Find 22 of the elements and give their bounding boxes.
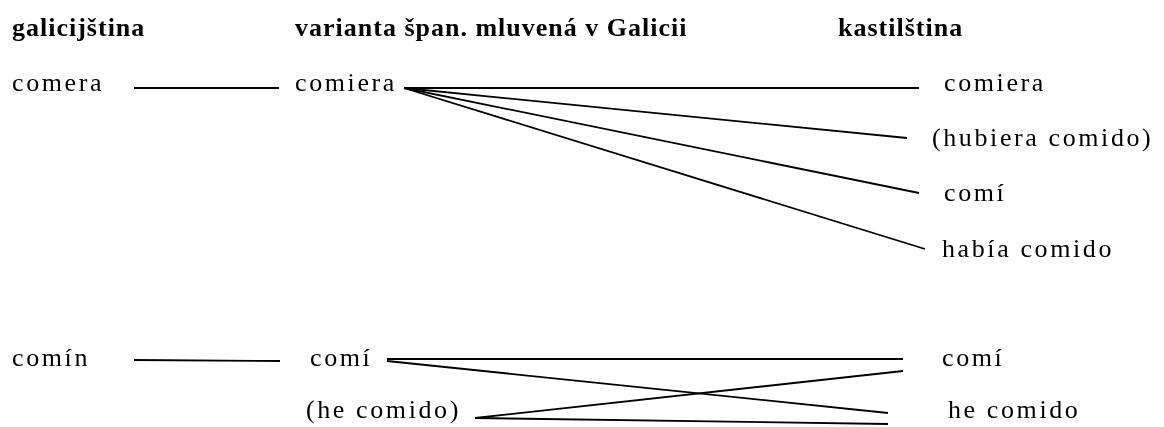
- connector-line: [403, 87, 920, 194]
- connector-line: [403, 87, 926, 250]
- word-form: comera: [12, 67, 134, 99]
- word-form: he comido: [888, 394, 1081, 426]
- connector-line: [133, 359, 281, 362]
- word-form: (he comido): [300, 394, 475, 426]
- column-heading: varianta špan. mluvená v Galicii: [295, 12, 688, 44]
- connector-line: [474, 417, 889, 425]
- connector-line: [386, 358, 904, 360]
- column-heading: galicijština: [12, 12, 146, 44]
- word-form: comí: [903, 342, 1005, 374]
- column-heading: kastilština: [838, 12, 964, 44]
- word-form: (hubiera comido): [907, 122, 1154, 154]
- connector-line: [133, 87, 280, 89]
- word-form: había comido: [925, 233, 1114, 265]
- word-form: comí: [919, 177, 1007, 209]
- word-form: comiera: [279, 67, 404, 99]
- connector-line: [386, 360, 889, 414]
- word-form: comín: [12, 342, 134, 374]
- word-form: comí: [280, 342, 387, 374]
- connector-line: [403, 87, 908, 139]
- word-form: comiera: [919, 67, 1046, 99]
